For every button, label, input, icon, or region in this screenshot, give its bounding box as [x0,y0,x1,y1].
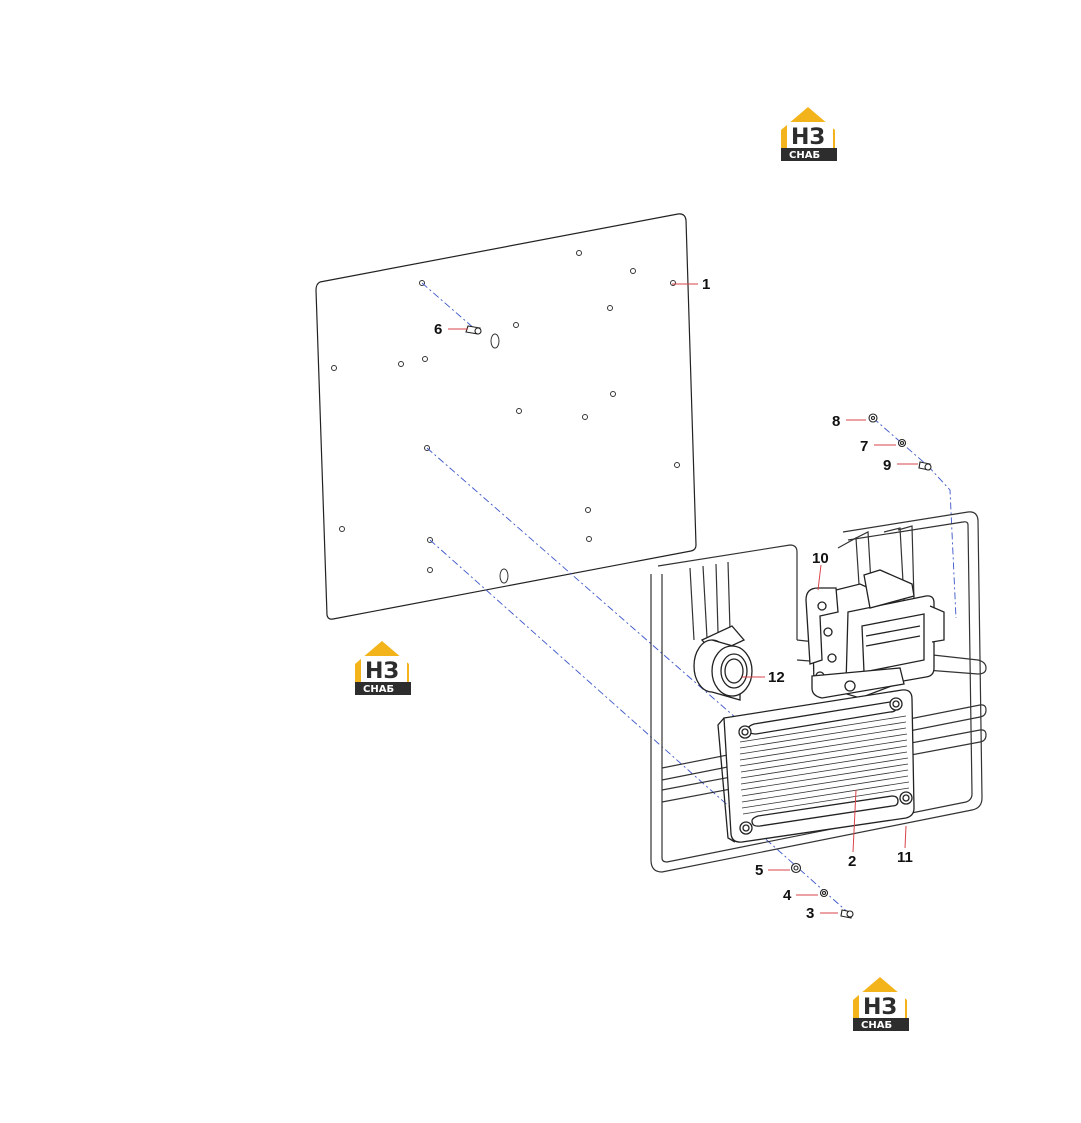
callout-2: 2 [848,853,856,870]
part-9-screw [918,461,932,471]
callout-11: 11 [897,849,913,866]
part-2-finned-housing [717,689,915,843]
part-11-tube-frame [650,511,987,873]
logo-watermark-bottom: НЗ СНАБ [853,977,909,1031]
callout-labels: 1 2 3 4 5 6 7 8 9 10 11 12 [434,276,913,922]
part-12-cylinder-unit [693,625,753,701]
part-4-washer [819,888,829,898]
logo-watermark-top: НЗ СНАБ [781,107,837,161]
part-8-nut [868,413,878,423]
svg-text:СНАБ: СНАБ [861,1020,892,1031]
logo-watermark-left: НЗ СНАБ [355,641,411,695]
part-7-washer [897,438,907,448]
part-10-control-module [805,569,945,699]
callout-8: 8 [832,413,840,430]
svg-text:НЗ: НЗ [365,659,399,684]
part-6-bolt [465,325,482,335]
callout-9: 9 [883,457,891,474]
leader-lines [448,283,918,914]
callout-7: 7 [860,438,868,455]
svg-text:СНАБ: СНАБ [789,150,820,161]
svg-text:СНАБ: СНАБ [363,684,394,695]
fasteners [465,325,932,919]
callout-10: 10 [812,550,829,567]
callout-3: 3 [806,905,814,922]
part-5-nut [790,862,802,874]
svg-text:НЗ: НЗ [863,995,897,1020]
callout-1: 1 [702,276,710,293]
callout-5: 5 [755,862,763,879]
plate-holes [331,250,680,584]
callout-6: 6 [434,321,442,338]
part-1-mounting-plate [315,213,697,620]
callout-12: 12 [768,669,785,686]
svg-text:НЗ: НЗ [791,125,825,150]
part-3-bolt [840,909,854,919]
callout-4: 4 [783,887,792,904]
